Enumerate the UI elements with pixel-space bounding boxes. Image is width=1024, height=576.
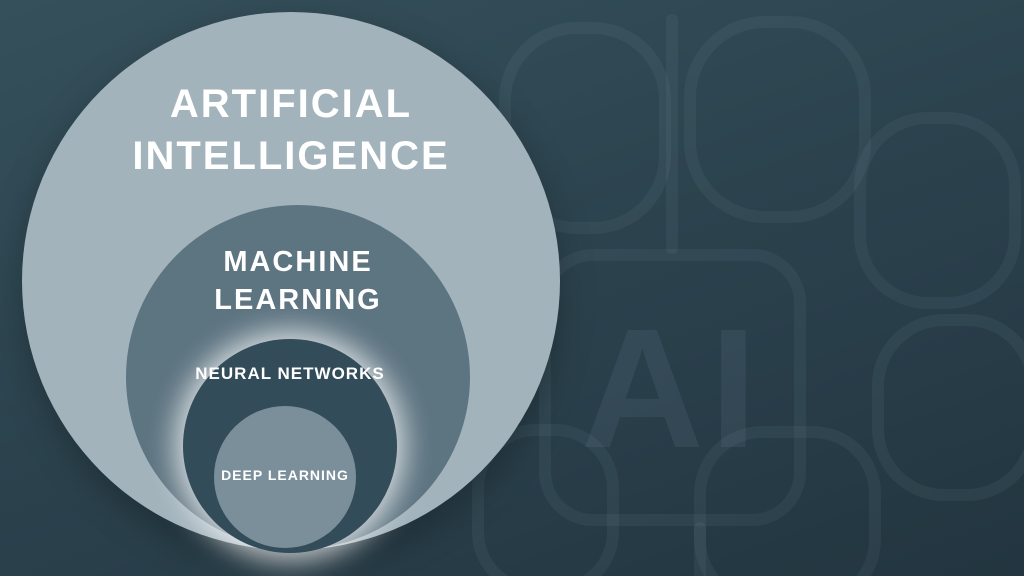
brain-ai-watermark: AI (472, 14, 1024, 576)
ai-watermark-text: AI (581, 294, 763, 484)
label-machine-learning: MACHINE LEARNING (214, 246, 382, 316)
label-artificial-intelligence: ARTIFICIAL INTELLIGENCE (132, 82, 450, 178)
circle-deep-learning (214, 406, 356, 548)
label-deep-learning: DEEP LEARNING (221, 467, 349, 483)
brain-outline (472, 14, 1024, 576)
label-neural-networks: NEURAL NETWORKS (195, 364, 385, 383)
ai-chip-outline (539, 249, 806, 526)
